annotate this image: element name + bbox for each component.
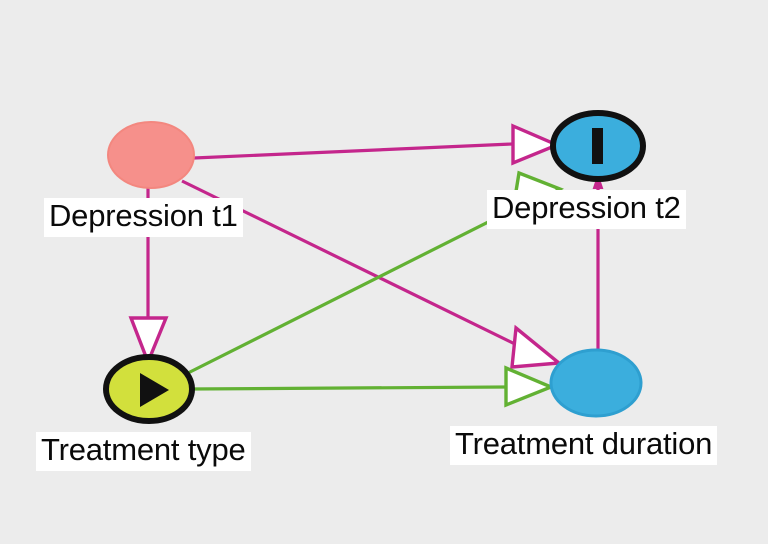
- edge-line: [189, 385, 507, 391]
- play-triangle-icon: [140, 373, 169, 407]
- edge-line: [185, 205, 519, 376]
- node-ellipse[interactable]: [549, 348, 643, 418]
- arrowhead-open-triangle-icon: [128, 316, 169, 367]
- node-label-depression-t1: Depression t1: [44, 198, 243, 237]
- edge-dep1-to-dep2: [193, 123, 562, 166]
- node-label-treatment-type: Treatment type: [36, 432, 251, 471]
- arrowhead-open-triangle-icon: [504, 365, 556, 408]
- arrowhead-open-triangle-icon: [511, 123, 562, 166]
- arrowhead-open-triangle-icon: [510, 324, 564, 369]
- node-ellipse[interactable]: [107, 121, 195, 189]
- node-treatment-type[interactable]: [103, 354, 195, 424]
- node-treatment-duration[interactable]: [549, 348, 643, 418]
- node-depression-t2[interactable]: [550, 110, 646, 182]
- node-label-depression-t2: Depression t2: [487, 190, 686, 229]
- node-label-treatment-duration: Treatment duration: [450, 426, 718, 465]
- edge-line: [193, 142, 513, 160]
- edge-treatment-type-to-treatment-duration: [189, 365, 556, 408]
- node-depression-t1[interactable]: [107, 121, 195, 189]
- pause-bar-icon: [592, 128, 603, 164]
